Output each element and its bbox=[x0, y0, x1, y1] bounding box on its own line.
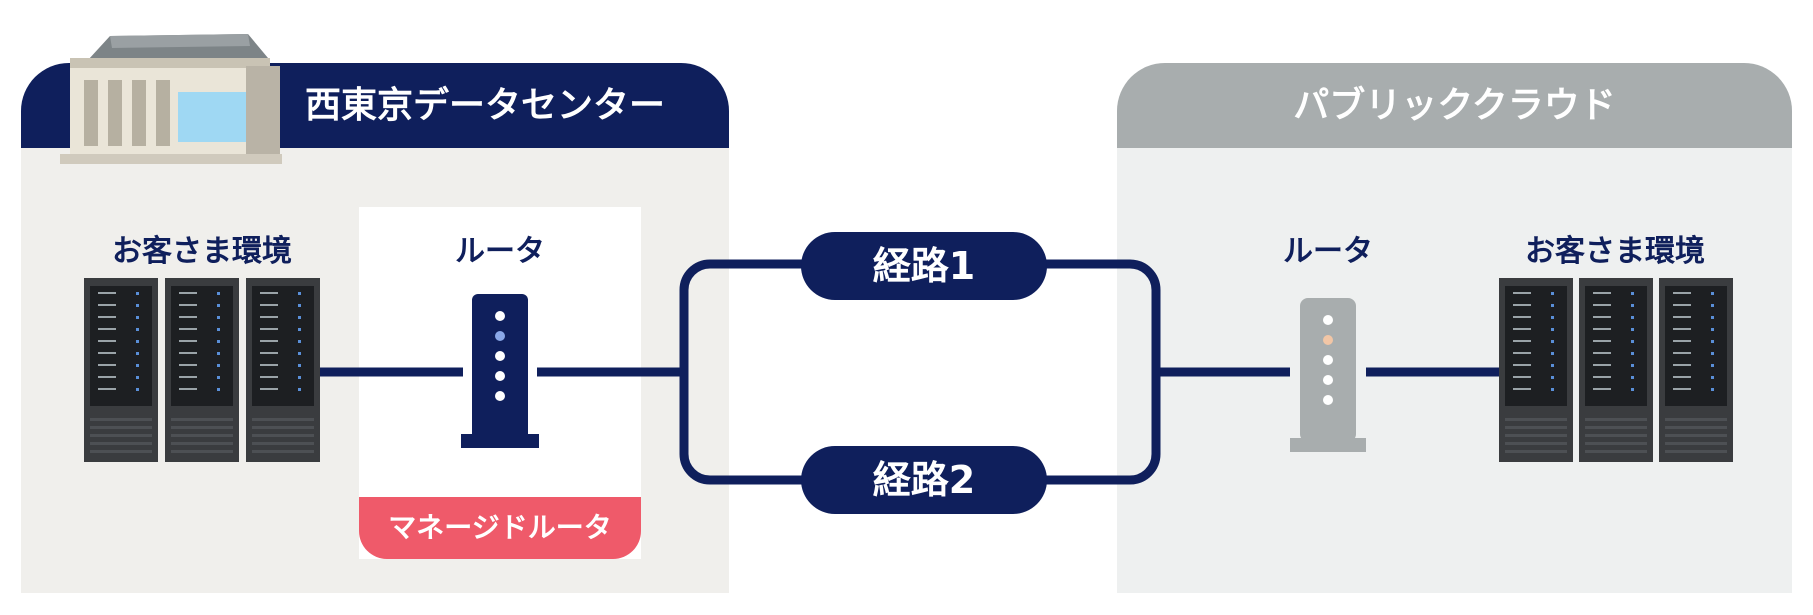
cloud-title: パブリッククラウド bbox=[1293, 85, 1616, 126]
router-icon-right bbox=[1290, 298, 1366, 452]
server-rack-icon-right bbox=[1499, 278, 1573, 462]
server-rack-icon-right-2 bbox=[1579, 278, 1653, 462]
managed-router-label: マネージドルータ bbox=[359, 497, 641, 559]
building-icon bbox=[60, 34, 282, 164]
server-rack-icon-right-3 bbox=[1659, 278, 1733, 462]
server-rack-icon-left bbox=[84, 278, 158, 462]
server-rack-icon-left-2 bbox=[165, 278, 239, 462]
customer-env-label-left: お客さま環境 bbox=[112, 234, 292, 269]
customer-env-label-right: お客さま環境 bbox=[1525, 234, 1705, 269]
router-label-left: ルータ bbox=[455, 234, 545, 269]
route-1-label: 経路1 bbox=[801, 232, 1047, 300]
server-rack-icon-left-3 bbox=[246, 278, 320, 462]
cloud-header bbox=[1117, 63, 1792, 148]
router-icon-left bbox=[461, 294, 539, 448]
route-2-label: 経路2 bbox=[801, 446, 1047, 514]
router-label-right: ルータ bbox=[1283, 234, 1373, 269]
datacenter-title: 西東京データセンター bbox=[305, 85, 666, 126]
